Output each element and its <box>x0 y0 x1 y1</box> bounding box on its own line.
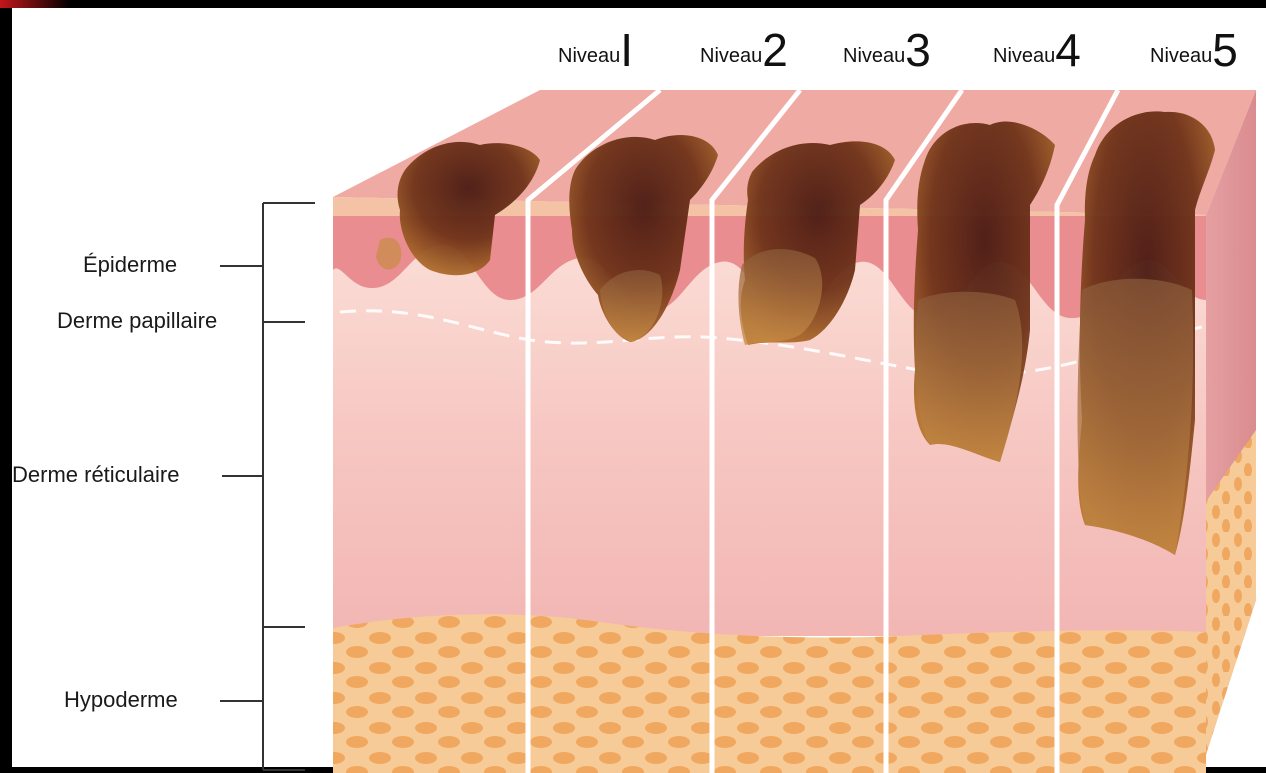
layer-label-hypoderme: Hypoderme <box>64 687 178 713</box>
layer-bracket <box>220 203 315 770</box>
tumor-level-1-edge <box>376 238 401 270</box>
layer-label-derme-reticulaire: Derme réticulaire <box>12 462 180 488</box>
level-word: Niveau <box>993 46 1055 70</box>
layer-label-epiderme: Épiderme <box>83 252 177 278</box>
level-number: 2 <box>762 30 788 70</box>
level-word: Niveau <box>1150 46 1212 70</box>
tumor-level-5-invasion <box>1077 279 1193 555</box>
level-number: 4 <box>1055 30 1081 70</box>
level-label-4: Niveau 4 <box>993 30 1081 70</box>
level-number: I <box>620 30 633 70</box>
level-word: Niveau <box>843 46 905 70</box>
hypodermis-layer <box>333 614 1206 773</box>
level-label-5: Niveau 5 <box>1150 30 1238 70</box>
layer-label-derme-papillaire: Derme papillaire <box>57 308 217 334</box>
level-number: 5 <box>1212 30 1238 70</box>
level-word: Niveau <box>558 46 620 70</box>
level-number: 3 <box>905 30 931 70</box>
level-word: Niveau <box>700 46 762 70</box>
level-label-2: Niveau 2 <box>700 30 788 70</box>
tumor-level-4-invasion <box>915 292 1022 462</box>
level-label-1: Niveau I <box>558 30 633 70</box>
level-label-3: Niveau 3 <box>843 30 931 70</box>
